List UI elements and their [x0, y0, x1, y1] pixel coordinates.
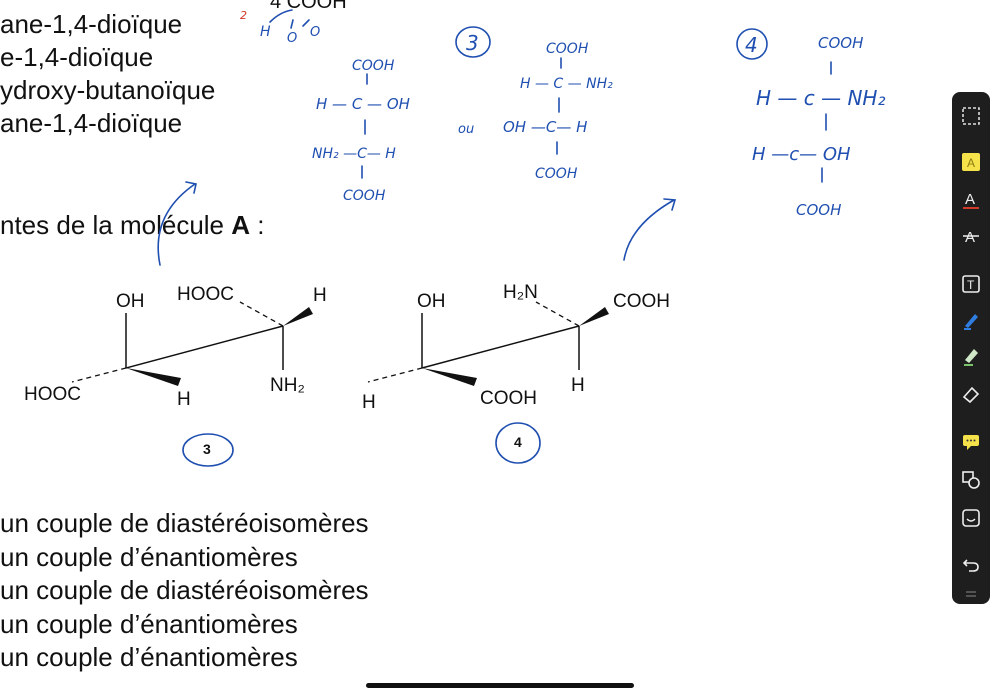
- mol3-h-bottom: H: [177, 389, 191, 410]
- svg-text:H — c — NH₂: H — c — NH₂: [756, 86, 885, 110]
- ink-arrow-right: [623, 198, 677, 261]
- text-strike-icon[interactable]: A: [959, 224, 983, 248]
- mol3-hooc-top: HOOC: [177, 284, 234, 305]
- text-underline-red-icon[interactable]: A: [959, 188, 983, 212]
- comment-icon[interactable]: [959, 430, 983, 454]
- name-line-2: e-1,4-dioïque: [0, 42, 154, 72]
- svg-text:A: A: [967, 156, 975, 170]
- annotation-toolbar: A A A T: [952, 92, 990, 604]
- mol3-h-right: H: [313, 285, 327, 306]
- svg-text:NH₂ —C— H: NH₂ —C— H: [312, 146, 396, 162]
- ink-red-mark: 2: [240, 9, 247, 22]
- name-line-3: ydroxy-butanoïque: [0, 75, 216, 105]
- molecule-4: OH H₂N COOH H H COOH 4: [362, 282, 670, 450]
- answer-line-2: un couple d’énantiomères: [0, 541, 298, 572]
- ink-fischer-3: COOH H — c — NH₂ H —c— OH COOH: [752, 34, 885, 219]
- pen-blue-icon[interactable]: [959, 308, 983, 332]
- shapes-icon[interactable]: [959, 468, 983, 492]
- mol4-h-left: H: [362, 392, 376, 413]
- home-indicator[interactable]: [366, 683, 634, 688]
- svg-text:A: A: [965, 191, 975, 208]
- mol3-label: 3: [203, 441, 211, 457]
- mol3-nh2: NH₂: [270, 375, 305, 396]
- name-line-4: ane-1,4-dioïque: [0, 108, 183, 138]
- answer-line-4: un couple d’énantiomères: [0, 608, 298, 639]
- toolbar-grip-icon[interactable]: [959, 582, 983, 606]
- ink-circled-4: [736, 28, 768, 60]
- highlighter-icon[interactable]: [959, 344, 983, 368]
- ink-fischer-2: COOH H — C — NH₂ OH —C— H COOH: [503, 41, 613, 182]
- svg-text:H — C — NH₂: H — C — NH₂: [520, 76, 613, 92]
- mol4-h-right: H: [571, 375, 585, 396]
- undo-icon[interactable]: [959, 552, 983, 576]
- svg-text:COOH: COOH: [796, 201, 841, 219]
- section-title: ntes de la molécule A :: [0, 210, 265, 240]
- svg-text:A: A: [965, 229, 975, 246]
- svg-text:COOH: COOH: [535, 166, 578, 182]
- mol3-oh: OH: [116, 291, 145, 312]
- svg-text:T: T: [967, 278, 975, 292]
- ink-top-o2: O: [310, 25, 320, 40]
- sticker-icon[interactable]: [959, 506, 983, 530]
- molecule-3: OH HOOC H NH₂ HOOC H 3: [24, 284, 327, 457]
- svg-text:COOH: COOH: [343, 188, 386, 204]
- eraser-icon[interactable]: [959, 382, 983, 406]
- answer-list: un couple de diastéréoisomères un couple…: [0, 507, 369, 675]
- name-line-1: ane-1,4-dioïque: [0, 9, 183, 39]
- answer-line-3: un couple de diastéréoisomères: [0, 575, 369, 605]
- mol3-hooc-left: HOOC: [24, 384, 81, 405]
- svg-text:H — C — OH: H — C — OH: [316, 95, 410, 113]
- mol4-h2n: H₂N: [503, 282, 538, 303]
- answer-line-5: un couple d’énantiomères: [0, 642, 298, 672]
- svg-text:COOH: COOH: [818, 34, 863, 52]
- answer-line-1: un couple de diastéréoisomères: [0, 508, 369, 538]
- mol4-cooh-right: COOH: [613, 291, 670, 312]
- ink-arrow-left: [157, 181, 197, 266]
- ink-top-h: H: [260, 24, 271, 40]
- ink-circle-3: [182, 433, 234, 467]
- mol4-oh: OH: [417, 291, 446, 312]
- mol4-cooh-bottom: COOH: [480, 388, 537, 409]
- ink-circled-3: [455, 26, 491, 58]
- ink-circle-4: [495, 422, 541, 464]
- text-box-icon[interactable]: T: [959, 272, 983, 296]
- top-name-list: ane-1,4-dioïque e-1,4-dioïque ydroxy-but…: [0, 8, 215, 140]
- ink-top-strokes: [269, 9, 310, 29]
- ink-top-cooh: 4 COOH: [270, 0, 347, 13]
- ink-fischer-1: COOH H — C — OH NH₂ —C— H COOH: [312, 58, 410, 204]
- lasso-select-icon[interactable]: [959, 104, 983, 128]
- ink-circled-4-text: 4: [745, 33, 758, 57]
- ink-circled-3-text: 3: [466, 31, 479, 55]
- ink-or-word: ou: [458, 122, 474, 137]
- svg-text:COOH: COOH: [352, 58, 395, 74]
- svg-text:H —c— OH: H —c— OH: [752, 144, 851, 165]
- svg-text:OH —C— H: OH —C— H: [503, 118, 587, 136]
- ink-top-o1: O: [287, 31, 297, 46]
- mol4-label: 4: [514, 434, 522, 450]
- drawing-canvas[interactable]: OH HOOC H NH₂ HOOC H 3 OH H₂N COOH H H C…: [0, 0, 940, 694]
- svg-text:COOH: COOH: [546, 41, 589, 57]
- highlighter-yellow-icon[interactable]: A: [959, 150, 983, 174]
